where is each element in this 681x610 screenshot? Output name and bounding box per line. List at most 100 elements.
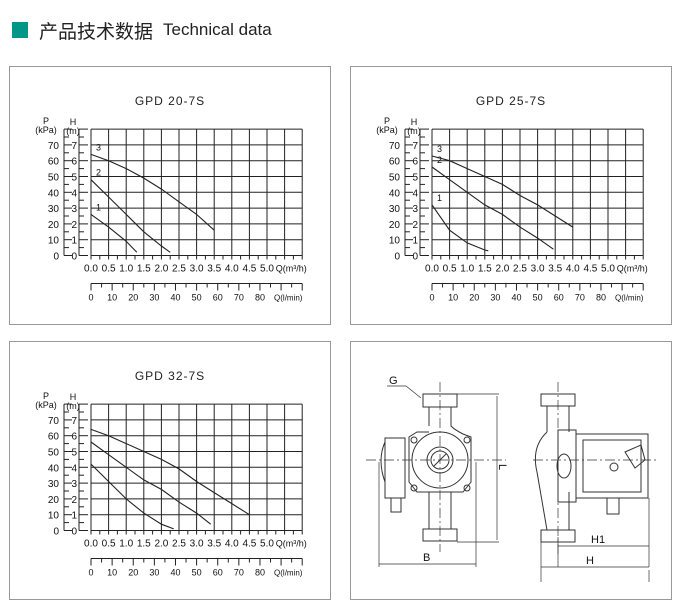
h-axis-label: H (70, 117, 77, 127)
p-tick-label: 20 (48, 220, 60, 231)
q-tick-label: 5.0 (601, 264, 615, 275)
ql-tick-label: 80 (255, 293, 265, 303)
performance-curve-1 (90, 213, 138, 253)
ql-tick-label: 30 (149, 293, 159, 303)
q-tick-label: 4.5 (242, 539, 256, 550)
q-tick-label: 5.0 (260, 539, 274, 550)
ql-tick-label: 10 (448, 293, 458, 303)
dim-label-l: L (496, 464, 508, 470)
p-axis-unit: (kPa) (35, 400, 57, 410)
curve-number-label: 1 (96, 202, 101, 212)
q-tick-label: 3.0 (190, 539, 204, 550)
ql-tick-label: 10 (107, 293, 117, 303)
h-tick-label: 6 (412, 157, 418, 168)
performance-curve-2 (90, 441, 212, 525)
q-tick-label: 0.5 (102, 264, 116, 275)
q-tick-label: 0.5 (443, 264, 457, 275)
dim-label-h1: H1 (591, 534, 605, 546)
h-axis-unit: (m) (66, 401, 80, 411)
q-tick-label: 0.0 (84, 539, 98, 550)
h-tick-label: 3 (71, 479, 77, 490)
p-tick-label: 70 (389, 141, 401, 152)
p-tick-label: 20 (48, 495, 60, 506)
p-tick-label: 40 (48, 463, 60, 474)
ql-tick-label: 30 (490, 293, 500, 303)
h-tick-label: 7 (71, 141, 77, 152)
p-tick-label: 0 (394, 252, 400, 263)
h-tick-label: 5 (71, 448, 77, 459)
q-tick-label: 1.0 (119, 539, 133, 550)
dimension-drawing-panel: G L B H1 H (350, 341, 672, 600)
ql-tick-label: 80 (596, 293, 606, 303)
h-tick-label: 2 (412, 220, 418, 231)
ql-tick-label: 20 (128, 568, 138, 578)
curve-number-label: 1 (437, 193, 442, 203)
p-tick-label: 30 (389, 204, 401, 215)
p-tick-label: 50 (48, 448, 60, 459)
ql-tick-label: 50 (192, 568, 202, 578)
q-tick-label: 1.5 (478, 264, 492, 275)
curve-number-label: 2 (96, 168, 101, 178)
h-tick-label: 7 (71, 416, 77, 427)
h-tick-label: 7 (412, 141, 418, 152)
q-tick-label: 3.5 (207, 539, 221, 550)
q-tick-label: 1.5 (137, 264, 151, 275)
q-tick-label: 2.5 (172, 539, 186, 550)
q-axis-label: Q(m³/h) (276, 539, 307, 549)
ql-tick-label: 70 (234, 293, 244, 303)
q-tick-label: 4.5 (583, 264, 597, 275)
p-tick-label: 40 (48, 188, 60, 199)
ql-tick-label: 20 (469, 293, 479, 303)
dim-label-h: H (586, 555, 594, 567)
performance-curve-1 (431, 204, 489, 252)
curve-number-label: 2 (437, 155, 442, 165)
section-header: 产品技术数据 Technical data (12, 16, 272, 44)
h-tick-label: 2 (71, 220, 77, 231)
p-tick-label: 30 (48, 479, 60, 490)
p-tick-label: 10 (389, 236, 401, 247)
h-tick-label: 4 (71, 188, 77, 199)
h-tick-label: 4 (412, 188, 418, 199)
q-tick-label: 5.0 (260, 264, 274, 275)
p-tick-label: 30 (48, 204, 60, 215)
dim-label-b: B (423, 552, 430, 564)
p-tick-label: 60 (389, 157, 401, 168)
h-tick-label: 2 (71, 495, 77, 506)
ql-tick-label: 50 (533, 293, 543, 303)
ql-tick-label: 20 (128, 293, 138, 303)
performance-curve-1 (90, 463, 174, 530)
ql-tick-label: 50 (192, 293, 202, 303)
pump-front-view (366, 382, 506, 567)
q-tick-label: 3.0 (531, 264, 545, 275)
q-tick-label: 3.0 (190, 264, 204, 275)
p-tick-label: 60 (48, 432, 60, 443)
accent-square (12, 22, 28, 38)
ql-tick-label: 40 (170, 293, 180, 303)
h-tick-label: 6 (71, 157, 77, 168)
ql-tick-label: 10 (107, 568, 117, 578)
h-tick-label: 5 (71, 173, 77, 184)
h-tick-label: 1 (412, 236, 418, 247)
p-tick-label: 0 (53, 527, 59, 538)
dim-label-g: G (389, 375, 398, 387)
q-tick-label: 4.0 (225, 264, 239, 275)
q-tick-label: 1.0 (460, 264, 474, 275)
performance-curve-3 (90, 428, 250, 516)
pump-dimension-drawing: G L B H1 H (366, 375, 656, 582)
q-tick-label: 2.0 (154, 539, 168, 550)
p-tick-label: 0 (53, 252, 59, 263)
q-axis-label: Q(m³/h) (617, 264, 648, 274)
curve-number-label: 3 (437, 144, 442, 154)
chart-title: GPD 25-7S (475, 94, 547, 108)
p-axis-unit: (kPa) (35, 125, 57, 135)
q-tick-label: 1.5 (137, 539, 151, 550)
q-tick-label: 0.0 (425, 264, 439, 275)
q-tick-label: 2.0 (154, 264, 168, 275)
performance-curve-3 (90, 153, 215, 231)
ql-tick-label: 70 (234, 568, 244, 578)
